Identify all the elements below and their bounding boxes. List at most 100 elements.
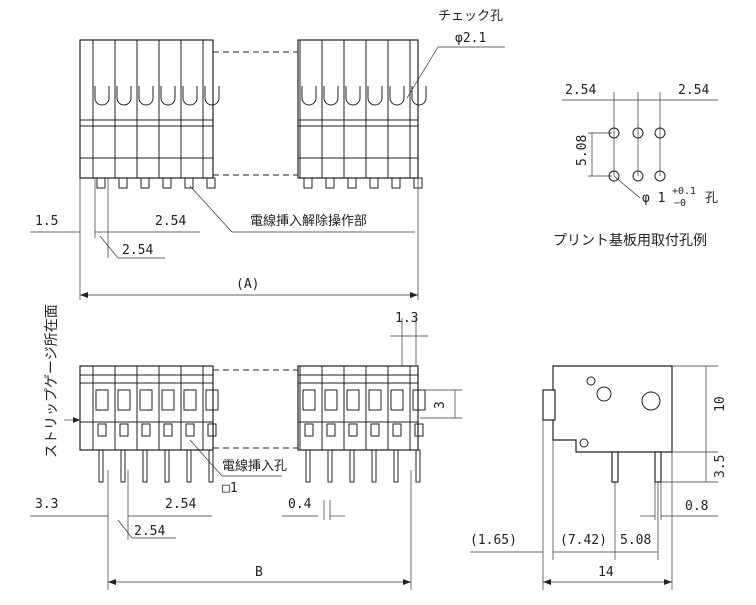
front-wire-hole bbox=[97, 423, 107, 437]
top-view bbox=[79, 39, 427, 189]
dim-0-8: 0.8 bbox=[685, 499, 708, 514]
side-hole-small-2 bbox=[579, 438, 589, 448]
dim-10: 10 bbox=[713, 396, 728, 412]
front-view-right-body bbox=[297, 365, 419, 451]
front-release-window bbox=[324, 389, 338, 411]
dim-B: B bbox=[255, 565, 263, 580]
pcb-hole-pattern: 2.54 2.54 5.08 φ 1 +0.1 −0 孔 プリント基板用取付孔例 bbox=[553, 83, 718, 249]
front-release-window bbox=[205, 389, 219, 411]
front-pin bbox=[393, 449, 399, 483]
front-release-window bbox=[412, 389, 426, 411]
side-pin-left bbox=[611, 451, 619, 483]
side-view-body bbox=[552, 365, 673, 453]
pcb-dim-5-08: 5.08 bbox=[575, 135, 590, 166]
dim-3: 3 bbox=[433, 401, 448, 409]
top-pin-tab bbox=[391, 177, 401, 189]
dim-7-42: (7.42) bbox=[560, 533, 607, 548]
top-pin-tab bbox=[162, 177, 172, 189]
front-wire-hole bbox=[119, 423, 129, 437]
dim-1-5: 1.5 bbox=[35, 214, 58, 229]
top-release-slot bbox=[323, 86, 339, 106]
front-wire-hole bbox=[304, 423, 314, 437]
wire-hole-callout: 電線挿入孔 □1 bbox=[189, 439, 287, 496]
dim-1-65: (1.65) bbox=[470, 533, 517, 548]
top-dimensions: 1.5 2.54 2.54 電線挿入解除操作部 (A) bbox=[30, 178, 419, 300]
front-release-window bbox=[390, 389, 404, 411]
front-pin bbox=[98, 449, 104, 483]
front-pin bbox=[349, 449, 355, 483]
pcb-hole bbox=[632, 170, 644, 182]
pcb-hole bbox=[632, 127, 644, 139]
front-release-window bbox=[183, 389, 197, 411]
dim-1-3: 1.3 bbox=[395, 311, 418, 326]
top-release-slot bbox=[160, 86, 176, 106]
front-pin bbox=[208, 449, 214, 483]
dim-front-2-54-a: 2.54 bbox=[165, 497, 196, 512]
dim-top-2-54-b: 2.54 bbox=[122, 243, 153, 258]
pcb-tol-plus: +0.1 bbox=[672, 186, 696, 197]
side-view bbox=[542, 365, 673, 483]
wire-hole-size: □1 bbox=[222, 481, 238, 496]
top-release-slot bbox=[94, 86, 110, 106]
pcb-title: プリント基板用取付孔例 bbox=[553, 232, 707, 249]
top-view-right-body bbox=[297, 39, 419, 179]
top-pin-tab bbox=[347, 177, 357, 189]
top-release-slot bbox=[182, 86, 198, 106]
front-wire-hole bbox=[185, 423, 195, 437]
wire-hole-label: 電線挿入孔 bbox=[222, 458, 287, 474]
front-release-window bbox=[117, 389, 131, 411]
front-release-window bbox=[368, 389, 382, 411]
front-view-left-body bbox=[79, 365, 214, 451]
top-release-slot bbox=[116, 86, 132, 106]
pcb-hole-suffix: 孔 bbox=[705, 191, 718, 206]
front-release-window bbox=[302, 389, 316, 411]
top-release-slot bbox=[301, 86, 317, 106]
pcb-dim-2-54-a: 2.54 bbox=[565, 83, 596, 98]
top-pin-tab bbox=[325, 177, 335, 189]
pcb-hole bbox=[608, 127, 620, 139]
top-pin-tab bbox=[303, 177, 313, 189]
front-wire-hole bbox=[370, 423, 380, 437]
top-pin-tab bbox=[96, 177, 106, 189]
check-hole-callout: チェック孔 φ2.1 bbox=[406, 9, 505, 99]
dim-front-2-54-b: 2.54 bbox=[134, 524, 165, 539]
pcb-dim-2-54-b: 2.54 bbox=[678, 83, 709, 98]
top-release-slot bbox=[367, 86, 383, 106]
front-dimensions: 1.3 3 3.3 2.54 2.54 0.4 B bbox=[30, 311, 462, 590]
top-view-left-body bbox=[79, 39, 214, 179]
top-release-slot bbox=[138, 86, 154, 106]
front-release-window bbox=[161, 389, 175, 411]
pcb-tol-minus: −0 bbox=[674, 198, 686, 209]
side-view-latch bbox=[542, 389, 556, 421]
front-pin bbox=[186, 449, 192, 483]
side-hole-small-1 bbox=[586, 376, 596, 386]
side-hole-large bbox=[641, 391, 661, 411]
dim-14: 14 bbox=[598, 565, 614, 580]
dim-0-4: 0.4 bbox=[288, 497, 312, 512]
dim-3-3: 3.3 bbox=[35, 497, 58, 512]
front-wire-hole bbox=[414, 423, 424, 437]
front-wire-hole bbox=[392, 423, 402, 437]
front-wire-hole bbox=[207, 423, 217, 437]
side-hole-medium bbox=[596, 386, 612, 402]
dim-3-5: 3.5 bbox=[713, 455, 728, 478]
dim-A: (A) bbox=[236, 277, 259, 292]
front-pin bbox=[327, 449, 333, 483]
strip-gauge-label: ストリップゲージ所在面 bbox=[44, 304, 60, 458]
front-wire-hole bbox=[163, 423, 173, 437]
front-pin bbox=[371, 449, 377, 483]
pcb-hole bbox=[608, 170, 620, 182]
top-release-slot bbox=[204, 86, 220, 106]
top-pin-tab bbox=[140, 177, 150, 189]
top-pin-tab bbox=[118, 177, 128, 189]
front-wire-hole bbox=[348, 423, 358, 437]
front-pin bbox=[305, 449, 311, 483]
top-release-slot bbox=[389, 86, 405, 106]
front-pin bbox=[142, 449, 148, 483]
side-dimensions: 10 3.5 0.8 (1.65) (7.42) 5.08 14 bbox=[470, 365, 728, 590]
front-release-window bbox=[95, 389, 109, 411]
top-release-slot bbox=[411, 86, 427, 106]
front-view bbox=[79, 365, 426, 483]
front-pin bbox=[415, 449, 421, 483]
